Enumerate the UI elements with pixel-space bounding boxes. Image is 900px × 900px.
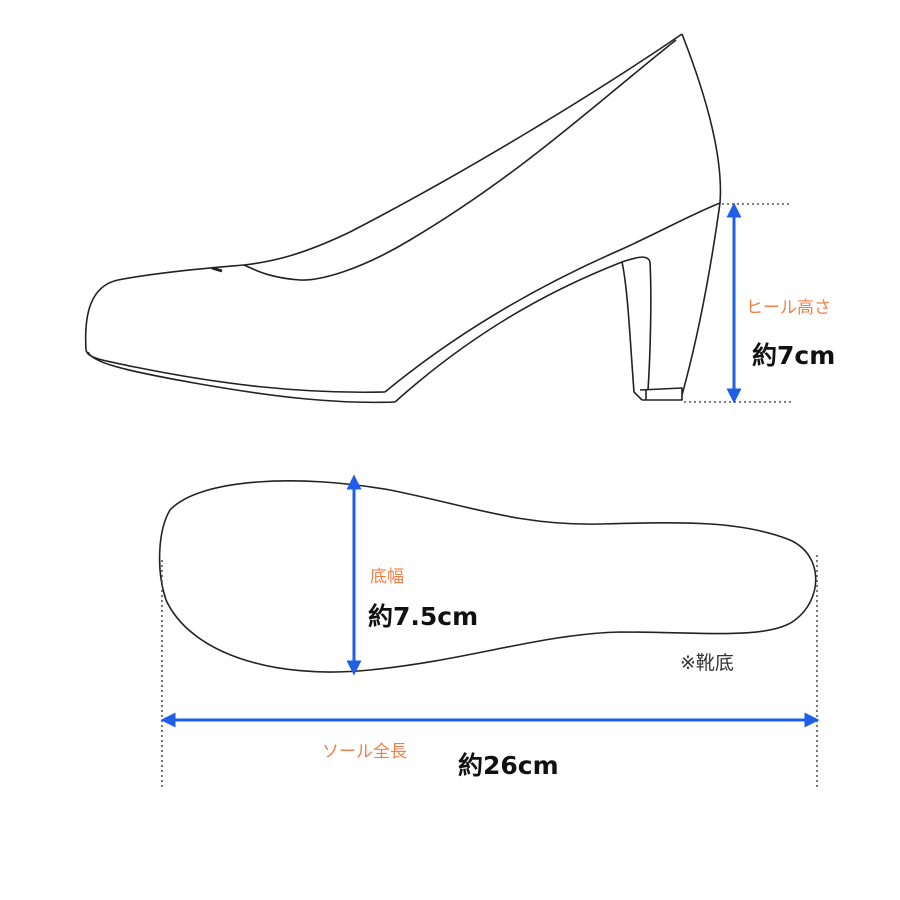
sole-length-value: 約26cm [458, 751, 559, 780]
sole-note: ※靴底 [680, 652, 734, 674]
sole-outline [158, 480, 817, 673]
sole-length-label: ソール全長 [322, 742, 407, 762]
sole-width-label: 底幅 [370, 567, 404, 587]
heel-height-value: 約7cm [752, 341, 836, 370]
sole-width-value: 約7.5cm [368, 602, 479, 631]
heel-height-label: ヒール高さ [746, 298, 831, 318]
pump-side-view [84, 33, 722, 404]
sole-length-guides [161, 555, 818, 790]
